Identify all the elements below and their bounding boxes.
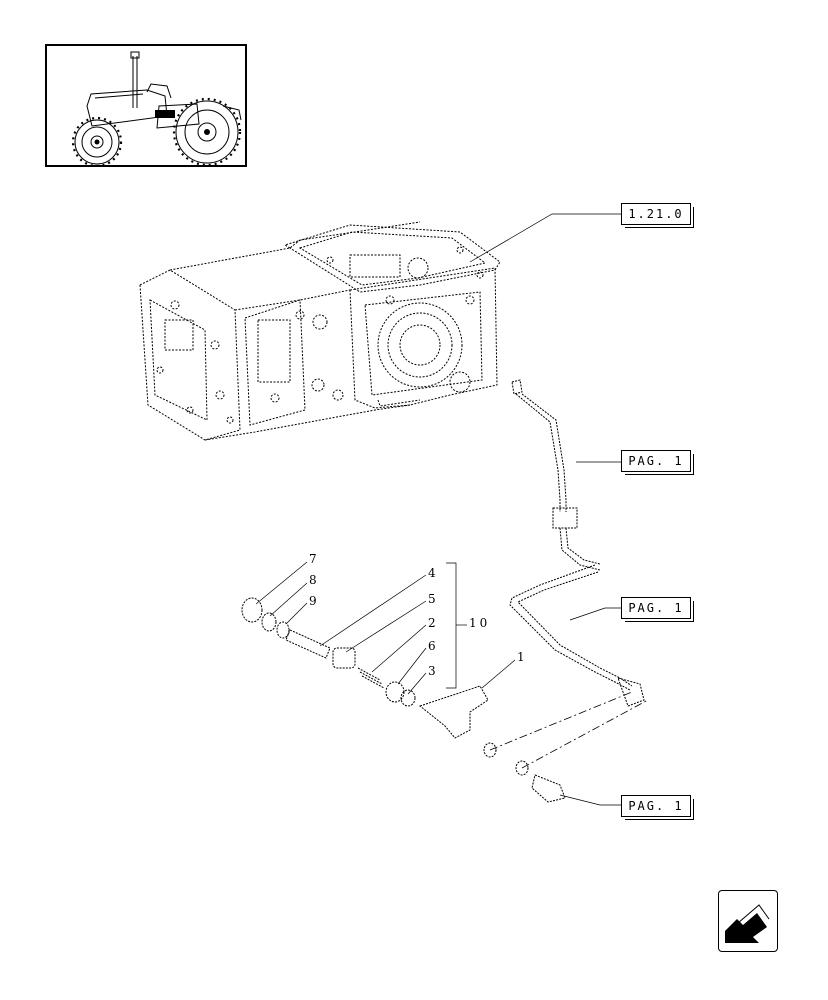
back-arrow-glyph	[725, 904, 770, 943]
ref-box-fitting[interactable]: PAG. 1	[621, 795, 694, 820]
housing-front-face	[139, 269, 241, 441]
part-5	[332, 647, 356, 669]
ref-box-pipe-lower[interactable]: PAG. 1	[621, 597, 694, 622]
part-9	[276, 621, 290, 639]
back-arrow-icon[interactable]	[718, 890, 778, 952]
part-6	[385, 681, 405, 703]
ref-box-top[interactable]: 1.21.0	[621, 203, 694, 228]
part-1	[418, 685, 489, 739]
callout-2: 2	[428, 616, 436, 630]
housing-rear-flange	[349, 267, 498, 409]
part-8	[261, 612, 277, 632]
callout-4: 4	[428, 566, 436, 580]
ref-box-pipe-upper[interactable]: PAG. 1	[621, 450, 694, 475]
callout-5: 5	[428, 592, 436, 606]
callout-3: 3	[428, 664, 436, 678]
callout-7: 7	[309, 552, 317, 566]
pipe-upper	[515, 393, 561, 512]
tractor-drawing	[71, 51, 242, 168]
callout-8: 8	[309, 573, 317, 587]
part-4	[285, 629, 331, 659]
tractor-thumbnail-icon[interactable]	[45, 44, 247, 168]
callout-10: 10	[469, 616, 491, 630]
housing-top-flange	[283, 224, 501, 293]
part-7	[241, 597, 263, 623]
part-3	[400, 689, 416, 707]
callout-6: 6	[428, 639, 436, 653]
pipe-lower	[509, 564, 631, 691]
callout-9: 9	[309, 594, 317, 608]
callout-1: 1	[517, 650, 525, 664]
part-2	[357, 667, 385, 689]
